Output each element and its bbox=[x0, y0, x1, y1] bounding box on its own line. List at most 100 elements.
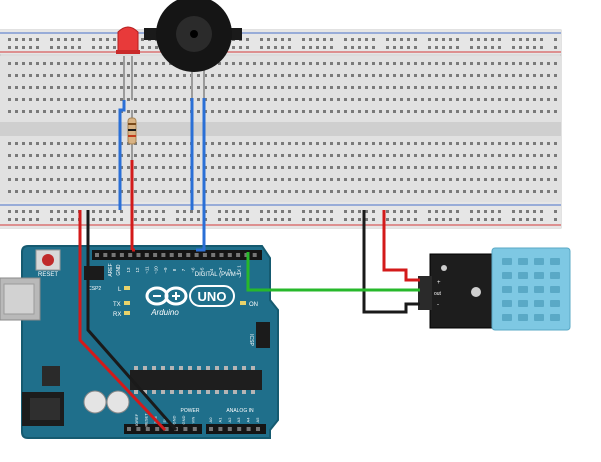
rail-hole bbox=[428, 218, 431, 221]
terminal-hole bbox=[169, 154, 172, 157]
digital-pin-label: ~3 bbox=[218, 267, 223, 273]
reset-button-cap[interactable] bbox=[42, 254, 54, 266]
terminal-hole bbox=[85, 166, 88, 169]
rail-hole bbox=[197, 218, 200, 221]
terminal-hole bbox=[414, 190, 417, 193]
rail-hole bbox=[491, 38, 494, 41]
wire-green-sensor-data bbox=[246, 252, 420, 292]
grille-slot bbox=[518, 272, 528, 279]
terminal-hole bbox=[71, 74, 74, 77]
terminal-hole bbox=[302, 110, 305, 113]
terminal-hole bbox=[232, 110, 235, 113]
terminal-hole bbox=[85, 154, 88, 157]
rail-hole bbox=[274, 210, 277, 213]
terminal-hole bbox=[344, 110, 347, 113]
terminal-hole bbox=[246, 62, 249, 65]
terminal-hole bbox=[379, 110, 382, 113]
terminal-hole bbox=[295, 110, 298, 113]
grille-slot bbox=[518, 286, 528, 293]
terminal-hole bbox=[407, 190, 410, 193]
terminal-hole bbox=[253, 86, 256, 89]
rail-hole bbox=[540, 210, 543, 213]
terminal-hole bbox=[295, 166, 298, 169]
rail-hole bbox=[281, 46, 284, 49]
terminal-hole bbox=[323, 142, 326, 145]
terminal-hole bbox=[344, 98, 347, 101]
terminal-hole bbox=[253, 154, 256, 157]
terminal-hole bbox=[358, 190, 361, 193]
rail-hole bbox=[330, 218, 333, 221]
terminal-hole bbox=[379, 142, 382, 145]
rail-hole bbox=[330, 38, 333, 41]
terminal-hole bbox=[36, 154, 39, 157]
grille-slot bbox=[534, 300, 544, 307]
terminal-hole bbox=[428, 74, 431, 77]
rail-hole bbox=[456, 46, 459, 49]
terminal-hole bbox=[127, 74, 130, 77]
terminal-hole bbox=[470, 166, 473, 169]
digital-header bbox=[92, 250, 262, 260]
terminal-hole bbox=[421, 154, 424, 157]
terminal-hole bbox=[99, 86, 102, 89]
terminal-hole bbox=[393, 142, 396, 145]
terminal-hole bbox=[22, 86, 25, 89]
terminal-hole bbox=[449, 178, 452, 181]
terminal-hole bbox=[512, 86, 515, 89]
terminal-hole bbox=[260, 142, 263, 145]
dht11-sensor-module: + out - bbox=[418, 247, 571, 331]
rail-hole bbox=[512, 46, 515, 49]
digital-pin-label: ~10 bbox=[154, 266, 159, 274]
power-pin-label: 5V bbox=[162, 417, 167, 422]
rail-hole bbox=[435, 218, 438, 221]
rail-hole bbox=[351, 210, 354, 213]
terminal-hole bbox=[274, 178, 277, 181]
terminal-hole bbox=[337, 178, 340, 181]
rail-hole bbox=[50, 218, 53, 221]
uno-badge bbox=[189, 285, 235, 307]
terminal-hole bbox=[43, 62, 46, 65]
terminal-hole bbox=[449, 190, 452, 193]
terminal-hole bbox=[400, 154, 403, 157]
terminal-hole bbox=[302, 142, 305, 145]
terminal-hole bbox=[85, 62, 88, 65]
terminal-hole bbox=[134, 74, 137, 77]
rail-hole bbox=[8, 46, 11, 49]
terminal-hole bbox=[372, 190, 375, 193]
terminal-hole bbox=[176, 166, 179, 169]
terminal-hole bbox=[260, 74, 263, 77]
red-led bbox=[116, 26, 140, 100]
rail-hole bbox=[274, 218, 277, 221]
header-hole bbox=[252, 253, 257, 257]
terminal-hole bbox=[113, 154, 116, 157]
terminal-hole bbox=[393, 190, 396, 193]
terminal-hole bbox=[232, 166, 235, 169]
terminal-hole bbox=[456, 142, 459, 145]
terminal-hole bbox=[372, 110, 375, 113]
analog-pin-hole bbox=[246, 427, 251, 431]
terminal-hole bbox=[169, 142, 172, 145]
terminal-hole bbox=[414, 98, 417, 101]
terminal-hole bbox=[106, 154, 109, 157]
terminal-hole bbox=[470, 86, 473, 89]
terminal-hole bbox=[358, 154, 361, 157]
terminal-hole bbox=[456, 74, 459, 77]
terminal-hole bbox=[50, 86, 53, 89]
terminal-hole bbox=[57, 86, 60, 89]
terminal-hole bbox=[169, 110, 172, 113]
rail-hole bbox=[99, 38, 102, 41]
chip-pin bbox=[206, 366, 210, 370]
terminal-hole bbox=[281, 86, 284, 89]
rail-hole bbox=[456, 218, 459, 221]
terminal-hole bbox=[365, 178, 368, 181]
arduino-logo: Arduino bbox=[145, 286, 188, 317]
terminal-hole bbox=[232, 74, 235, 77]
chip-pin bbox=[206, 390, 210, 394]
sensor-grille bbox=[502, 258, 560, 321]
resistor bbox=[127, 110, 137, 160]
terminal-hole bbox=[281, 154, 284, 157]
rail-hole bbox=[29, 210, 32, 213]
terminal-hole bbox=[330, 142, 333, 145]
rail-hole bbox=[267, 38, 270, 41]
terminal-hole bbox=[29, 166, 32, 169]
rail-hole bbox=[407, 210, 410, 213]
